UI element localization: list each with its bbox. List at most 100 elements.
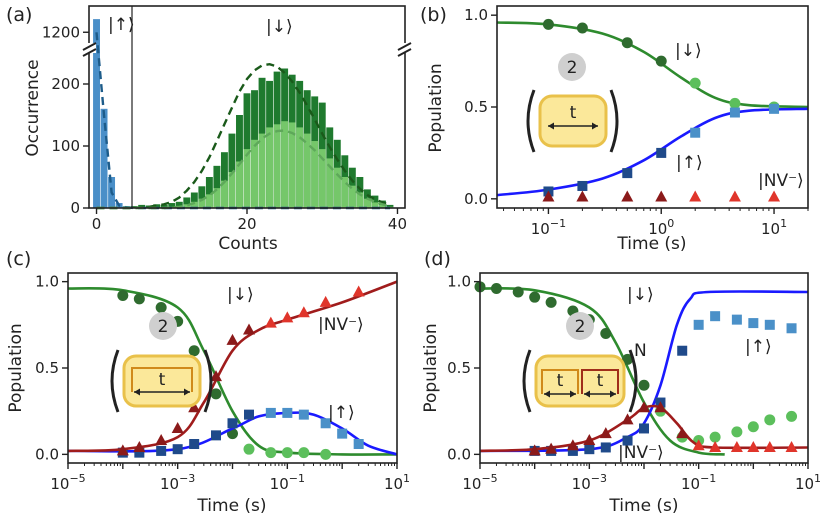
data-point-down-state xyxy=(243,443,255,455)
data-point-nv-state xyxy=(730,440,743,452)
y-axis-label-c: Population xyxy=(6,323,26,412)
inset-badge-text-d: 2 xyxy=(575,317,586,337)
data-point-up-state xyxy=(210,430,221,441)
data-point-nv-state xyxy=(689,190,702,202)
arrowheads-icon xyxy=(134,388,190,396)
line-plot-d xyxy=(474,281,809,456)
y-tick-label: 1.0 xyxy=(35,273,59,291)
panel-a-label: (a) xyxy=(6,4,32,26)
inset-sequence-c: 2 t xyxy=(110,312,213,413)
y-tick-label-a: 100 xyxy=(51,137,80,155)
histogram-bar-down-state-dark xyxy=(228,133,236,208)
x-tick-label: 101 xyxy=(761,217,787,238)
data-point-down-state xyxy=(709,431,721,443)
data-point-down-state xyxy=(155,302,167,314)
data-point-down-state xyxy=(490,283,502,295)
line-plot-b xyxy=(496,18,809,202)
inset-sequence-b: 2 t xyxy=(526,53,619,153)
data-point-up-state xyxy=(265,407,276,418)
data-point-down-state xyxy=(210,388,222,400)
histogram-bar-down-state-dark xyxy=(160,204,168,208)
data-point-nv-state xyxy=(243,323,256,335)
data-point-up-state xyxy=(748,318,759,329)
histogram-bar-down-state-light xyxy=(273,124,281,208)
data-point-down-state xyxy=(265,447,277,459)
data-point-up-state xyxy=(134,447,145,458)
inset-badge-d xyxy=(566,312,594,340)
data-point-down-state xyxy=(729,97,741,109)
data-point-nv-state xyxy=(599,427,612,439)
data-point-down-state xyxy=(545,296,557,308)
x-tick-label-a: 20 xyxy=(237,215,256,233)
data-point-up-state xyxy=(769,103,780,114)
x-axis-label-a: Counts xyxy=(218,234,277,254)
data-point-down-state xyxy=(655,55,667,67)
histogram-bar-down-state-light xyxy=(356,192,364,208)
data-point-up-state xyxy=(764,319,775,330)
data-point-up-state xyxy=(622,168,633,179)
data-point-down-state xyxy=(621,37,633,49)
data-point-nv-state xyxy=(676,427,689,439)
annotation-n-d: N xyxy=(634,341,647,361)
y-tick-label: 1.0 xyxy=(464,6,488,24)
data-point-down-state xyxy=(638,379,650,391)
inset-badge-text-c: 2 xyxy=(158,317,169,337)
y-tick-label: 0.0 xyxy=(35,445,59,463)
y-axis-label-b: Population xyxy=(426,63,446,152)
x-tick-label: 10−5 xyxy=(462,472,497,493)
data-point-down-state xyxy=(320,448,332,460)
data-point-up-state xyxy=(729,107,740,118)
data-point-up-state xyxy=(156,445,167,456)
histogram-bar-down-state-light xyxy=(296,127,304,208)
histogram-bar-down-state-light xyxy=(348,185,356,208)
data-point-nv-state xyxy=(264,316,277,328)
data-point-down-state xyxy=(188,345,200,357)
data-point-down-state xyxy=(529,291,541,303)
data-point-nv-state xyxy=(638,401,650,413)
x-tick-label: 10−1 xyxy=(681,472,716,493)
histogram-bar-down-state-dark xyxy=(153,204,161,208)
histogram-bar-down-state-light xyxy=(341,177,349,208)
histogram-bar-down-state-dark xyxy=(183,197,191,208)
data-point-nv-state xyxy=(528,444,541,456)
data-point-up-state xyxy=(690,127,701,138)
data-point-down-state xyxy=(622,353,634,365)
data-point-down-state xyxy=(133,293,145,305)
annotation-up-state-b: |↑⟩ xyxy=(676,153,703,173)
histogram-bar-down-state-dark xyxy=(213,165,221,208)
right-bracket-icon xyxy=(628,349,638,413)
panel-c-label: (c) xyxy=(6,248,31,270)
histogram-bar-down-state-light xyxy=(213,188,221,208)
axis-break-right xyxy=(397,42,412,57)
data-point-nv-state xyxy=(155,434,168,446)
pulse-right-icon xyxy=(581,369,619,394)
data-point-nv-state xyxy=(209,370,222,382)
histogram-bar-down-state-light xyxy=(281,121,289,208)
axis-break-left xyxy=(82,42,97,57)
left-bracket-icon xyxy=(110,349,120,413)
histogram-bar-up-state xyxy=(100,108,108,208)
data-point-up-state xyxy=(227,418,238,429)
line-plot-c xyxy=(67,280,398,460)
y-tick-label: 0.0 xyxy=(447,445,471,463)
data-point-nv-state xyxy=(692,439,705,451)
arrowheads-icon xyxy=(548,122,598,130)
histogram-bar-down-state-light xyxy=(190,201,198,208)
data-point-up-state xyxy=(320,418,331,429)
histogram-fit-down-state-light xyxy=(96,129,391,210)
histogram-bar-down-state-light xyxy=(371,202,379,208)
y-tick-label: 0.5 xyxy=(35,359,59,377)
data-point-up-state xyxy=(584,444,595,455)
right-bracket-icon xyxy=(609,89,619,153)
annotation-up-state-a: |↑⟩ xyxy=(108,15,135,35)
histogram-bar-down-state-light xyxy=(333,167,341,208)
histogram-bar-up-state xyxy=(93,19,100,208)
x-tick-label: 10−5 xyxy=(50,472,85,493)
left-bracket-icon xyxy=(522,349,532,413)
data-point-up-state xyxy=(677,345,688,356)
x-tick-label-a: 0 xyxy=(92,215,102,233)
histogram-bar-down-state-dark xyxy=(168,203,176,208)
